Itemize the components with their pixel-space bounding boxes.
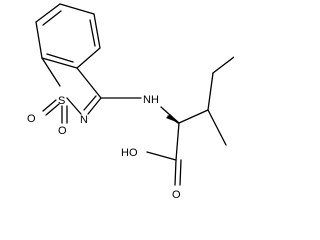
sulfonyl-oxygen-bottom-label: O <box>58 125 67 137</box>
sulfur-label: S <box>58 95 65 107</box>
sulfonyl-oxygen-left-label: O <box>27 113 36 125</box>
carbonyl-oxygen-label: O <box>172 189 181 201</box>
carboxyl-hydroxyl-label: HO <box>121 147 138 159</box>
amine-bonds <box>100 97 180 124</box>
structure-canvas: O S O N NH HO O <box>27 3 234 201</box>
side-chain-bonds <box>178 56 234 146</box>
sulfonyl-bonds <box>42 99 68 124</box>
molecule-drawing: O S O N NH HO O <box>27 3 234 201</box>
ring-nitrogen-label: N <box>80 114 88 126</box>
carboxyl-bonds <box>146 122 182 186</box>
amine-label: NH <box>143 94 159 106</box>
isothiazole-ring <box>41 57 102 115</box>
benzene-ring <box>35 3 101 69</box>
